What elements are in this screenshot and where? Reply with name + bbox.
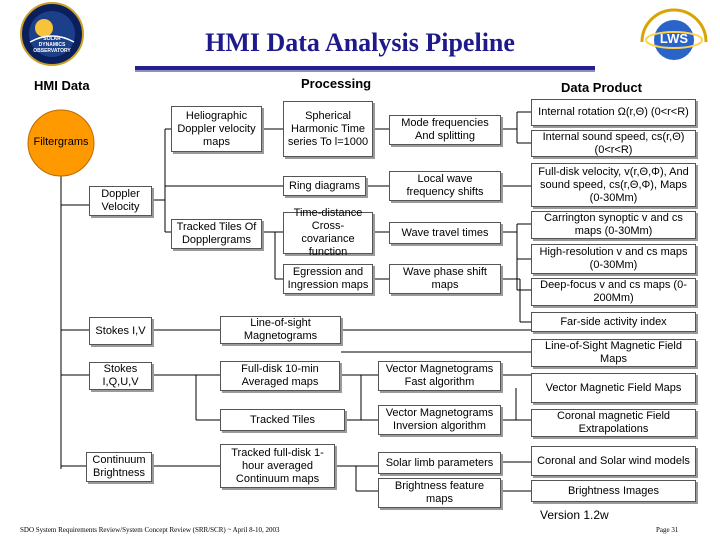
proc-brightness-feature-maps: Brightness feature maps	[378, 478, 501, 508]
header-processing: Processing	[301, 76, 372, 91]
product-internal-sound-speed: Internal sound speed, cs(r,Θ) (0<r<R)	[531, 130, 696, 157]
proc-time-distance: Time-distance Cross-covariance function	[283, 207, 373, 258]
product-fulldisk-velocity-text: Full-disk velocity, v(r,Θ,Φ), And sound …	[538, 165, 689, 204]
lws-logo-text: LWS	[659, 31, 689, 46]
title-rule-shadow	[135, 70, 595, 72]
product-vector-field-maps: Vector Magnetic Field Maps	[531, 373, 696, 403]
product-deepfocus-maps-text: Deep-focus v and cs maps (0-200Mm)	[540, 279, 687, 304]
product-internal-rotation-text: Internal rotation Ω(r,Θ) (0<r<R)	[538, 106, 689, 118]
footer-text: SDO System Requirements Review/System Co…	[20, 526, 280, 534]
page-number: Page 31	[656, 526, 679, 534]
product-los-field-maps: Line-of-Sight Magnetic Field Maps	[531, 339, 696, 367]
product-highres-maps: High-resolution v and cs maps (0-30Mm)	[531, 244, 696, 274]
version-label: Version 1.2w	[540, 508, 609, 522]
source-continuum-brightness: Continuum Brightness	[86, 452, 152, 482]
source-stokes-iv: Stokes I,V	[89, 317, 152, 345]
product-internal-sound-speed-text: Internal sound speed, cs(r,Θ) (0<r<R)	[542, 130, 685, 156]
proc-wave-travel-times: Wave travel times	[389, 222, 501, 244]
header-data-product: Data Product	[561, 80, 642, 95]
proc-vector-fast: Vector Magnetograms Fast algorithm	[378, 361, 501, 391]
product-brightness-images: Brightness Images	[531, 480, 696, 502]
proc-solar-limb: Solar limb parameters	[378, 452, 501, 474]
source-stokes-iquv: Stokes I,Q,U,V	[89, 362, 152, 390]
proc-heliographic-doppler-maps: Heliographic Doppler velocity maps	[171, 106, 262, 152]
product-carrington-synoptic: Carrington synoptic v and cs maps (0-30M…	[531, 211, 696, 239]
product-deepfocus-maps: Deep-focus v and cs maps (0-200Mm)	[531, 278, 696, 306]
lws-logo: LWS	[636, 2, 712, 68]
proc-fulldisk-averaged-maps: Full-disk 10-min Averaged maps	[220, 361, 340, 391]
proc-ring-diagrams: Ring diagrams	[283, 176, 366, 196]
sdo-logo-text: SOLAR DYNAMICS OBSERVATORY	[33, 36, 71, 54]
product-internal-rotation: Internal rotation Ω(r,Θ) (0<r<R)	[531, 99, 696, 126]
proc-wave-phase-shift: Wave phase shift maps	[389, 264, 501, 294]
proc-tracked-fulldisk-continuum: Tracked full-disk 1-hour averaged Contin…	[220, 444, 335, 488]
sdo-logo: SOLAR DYNAMICS OBSERVATORY	[20, 2, 84, 66]
filtergram-circle	[27, 109, 95, 177]
proc-tracked-tiles-dopplergrams: Tracked Tiles Of Dopplergrams	[171, 219, 262, 249]
product-coronal-wind-models: Coronal and Solar wind models	[531, 446, 696, 476]
proc-spherical-harmonic: Spherical Harmonic Time series To l=1000	[283, 101, 373, 157]
proc-mode-frequencies: Mode frequencies And splitting	[389, 115, 501, 145]
product-carrington-synoptic-text: Carrington synoptic v and cs maps (0-30M…	[544, 212, 683, 237]
source-filtergrams: Filtergrams	[33, 136, 89, 148]
page-title: HMI Data Analysis Pipeline	[205, 28, 515, 57]
header-hmi-data: HMI Data	[34, 78, 90, 93]
proc-tracked-tiles: Tracked Tiles	[220, 409, 345, 431]
proc-local-wave-shifts: Local wave frequency shifts	[389, 171, 501, 201]
source-doppler-velocity: Doppler Velocity	[89, 186, 152, 216]
product-farside-index: Far-side activity index	[531, 312, 696, 332]
title-rule	[135, 66, 595, 70]
proc-egression-ingression: Egression and Ingression maps	[283, 264, 373, 294]
proc-los-magnetograms: Line-of-sight Magnetograms	[220, 316, 341, 344]
product-coronal-extrapolations: Coronal magnetic Field Extrapolations	[531, 409, 696, 437]
product-fulldisk-velocity: Full-disk velocity, v(r,Θ,Φ), And sound …	[531, 163, 696, 207]
product-highres-maps-text: High-resolution v and cs maps (0-30Mm)	[539, 246, 688, 271]
proc-vector-inversion: Vector Magnetograms Inversion algorithm	[378, 405, 501, 435]
